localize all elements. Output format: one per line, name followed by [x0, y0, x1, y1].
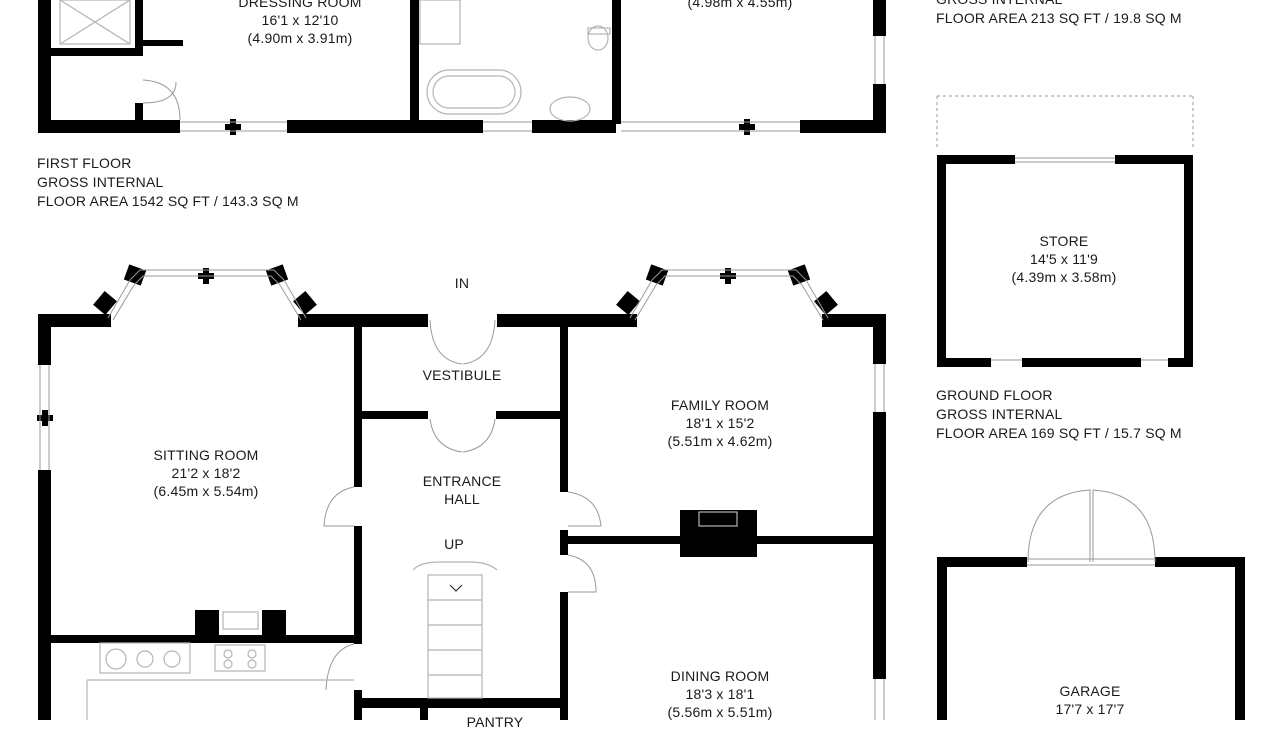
store-label: STORE 14'5 x 11'9 (4.39m x 3.58m)	[944, 232, 1184, 286]
dressing-room-dims: 16'1 x 12'10	[261, 12, 339, 28]
entrance-hall-line1: ENTRANCE	[422, 473, 502, 489]
in-label: IN	[432, 274, 492, 292]
sitting-room-metric: (6.45m x 5.54m)	[153, 483, 259, 499]
first-floor-area-block: FIRST FLOOR GROSS INTERNAL FLOOR AREA 15…	[37, 154, 299, 211]
family-room-label: FAMILY ROOM 18'1 x 15'2 (5.51m x 4.62m)	[610, 396, 830, 450]
ground-floor-gross-internal: GROSS INTERNAL	[936, 406, 1063, 422]
vestibule-label: VESTIBULE	[392, 366, 532, 384]
in-text: IN	[454, 275, 470, 291]
store-name: STORE	[1039, 233, 1089, 249]
ground-floor-title: GROUND FLOOR	[936, 387, 1053, 403]
pantry-name: PANTRY	[466, 714, 524, 730]
garage-label: GARAGE 17'7 x 17'7	[980, 682, 1200, 718]
ground-floor-area: FLOOR AREA 169 SQ FT / 15.7 SQ M	[936, 425, 1182, 441]
store-dims: 14'5 x 11'9	[1029, 251, 1098, 267]
bedroom-partial-metric: (4.98m x 4.55m)	[687, 0, 793, 10]
sitting-room-label: SITTING ROOM 21'2 x 18'2 (6.45m x 5.54m)	[96, 446, 316, 500]
dressing-room-name: DRESSING ROOM	[238, 0, 362, 10]
fixtures	[59, 0, 738, 720]
ground-floor-area-block: GROUND FLOOR GROSS INTERNAL FLOOR AREA 1…	[936, 386, 1182, 443]
sitting-room-name: SITTING ROOM	[153, 447, 259, 463]
store-metric: (4.39m x 3.58m)	[1011, 269, 1117, 285]
pantry-label: PANTRY	[440, 713, 550, 731]
walls	[37, 0, 1245, 720]
up-text: UP	[444, 536, 464, 552]
dressing-room-metric: (4.90m x 3.91m)	[247, 30, 353, 46]
bedroom-partial-label: (4.98m x 4.55m)	[660, 0, 820, 11]
top-right-area: FLOOR AREA 213 SQ FT / 19.8 SQ M	[936, 10, 1182, 26]
dressing-room-label: DRESSING ROOM 16'1 x 12'10 (4.90m x 3.91…	[180, 0, 420, 47]
first-floor-area: FLOOR AREA 1542 SQ FT / 143.3 SQ M	[37, 193, 299, 209]
dining-room-label: DINING ROOM 18'3 x 18'1 (5.56m x 5.51m)	[610, 667, 830, 721]
top-right-area-block: GROSS INTERNAL FLOOR AREA 213 SQ FT / 19…	[936, 0, 1182, 28]
up-label: UP	[424, 535, 484, 553]
dining-room-metric: (5.56m x 5.51m)	[667, 704, 773, 720]
top-right-gross-internal: GROSS INTERNAL	[936, 0, 1182, 9]
family-room-dims: 18'1 x 15'2	[685, 415, 755, 431]
vestibule-name: VESTIBULE	[422, 367, 502, 383]
dining-room-name: DINING ROOM	[670, 668, 770, 684]
family-room-name: FAMILY ROOM	[670, 397, 770, 413]
garage-name: GARAGE	[1059, 683, 1121, 699]
first-floor-title: FIRST FLOOR	[37, 155, 132, 171]
garage-dims: 17'7 x 17'7	[1055, 701, 1125, 717]
entrance-hall-line2: HALL	[444, 491, 480, 507]
entrance-hall-label: ENTRANCE HALL	[392, 472, 532, 508]
sitting-room-dims: 21'2 x 18'2	[171, 465, 241, 481]
windows-and-doors	[39, 36, 1194, 720]
dining-room-dims: 18'3 x 18'1	[685, 686, 755, 702]
family-room-metric: (5.51m x 4.62m)	[667, 433, 773, 449]
first-floor-gross-internal: GROSS INTERNAL	[37, 174, 164, 190]
